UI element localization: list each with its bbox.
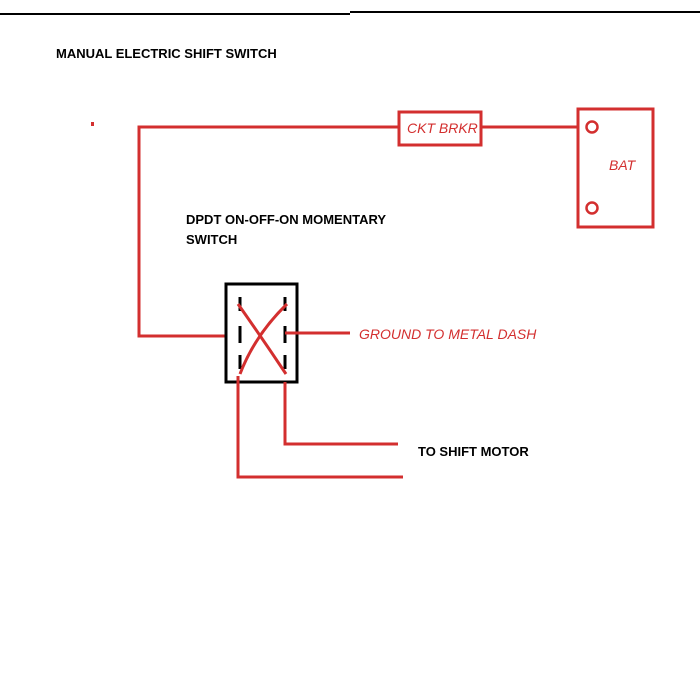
stray-dot xyxy=(91,122,94,126)
motor-label: TO SHIFT MOTOR xyxy=(418,444,529,459)
breaker-label: CKT BRKR xyxy=(407,120,478,136)
circuit-breaker xyxy=(397,110,483,147)
ground-label: GROUND TO METAL DASH xyxy=(359,326,537,342)
battery-label: BAT xyxy=(609,157,636,173)
feed-wire xyxy=(137,125,399,338)
motor-wire-2 xyxy=(236,376,403,479)
switch-label-line1: DPDT ON-OFF-ON MOMENTARY xyxy=(186,212,387,227)
switch-label-line2: SWITCH xyxy=(186,232,238,247)
battery-negative-terminal xyxy=(585,201,599,215)
diagram-title: MANUAL ELECTRIC SHIFT SWITCH xyxy=(56,46,277,61)
motor-wire-1 xyxy=(283,382,398,446)
battery-positive-terminal xyxy=(585,120,599,134)
switch-crossover-b xyxy=(236,303,288,375)
